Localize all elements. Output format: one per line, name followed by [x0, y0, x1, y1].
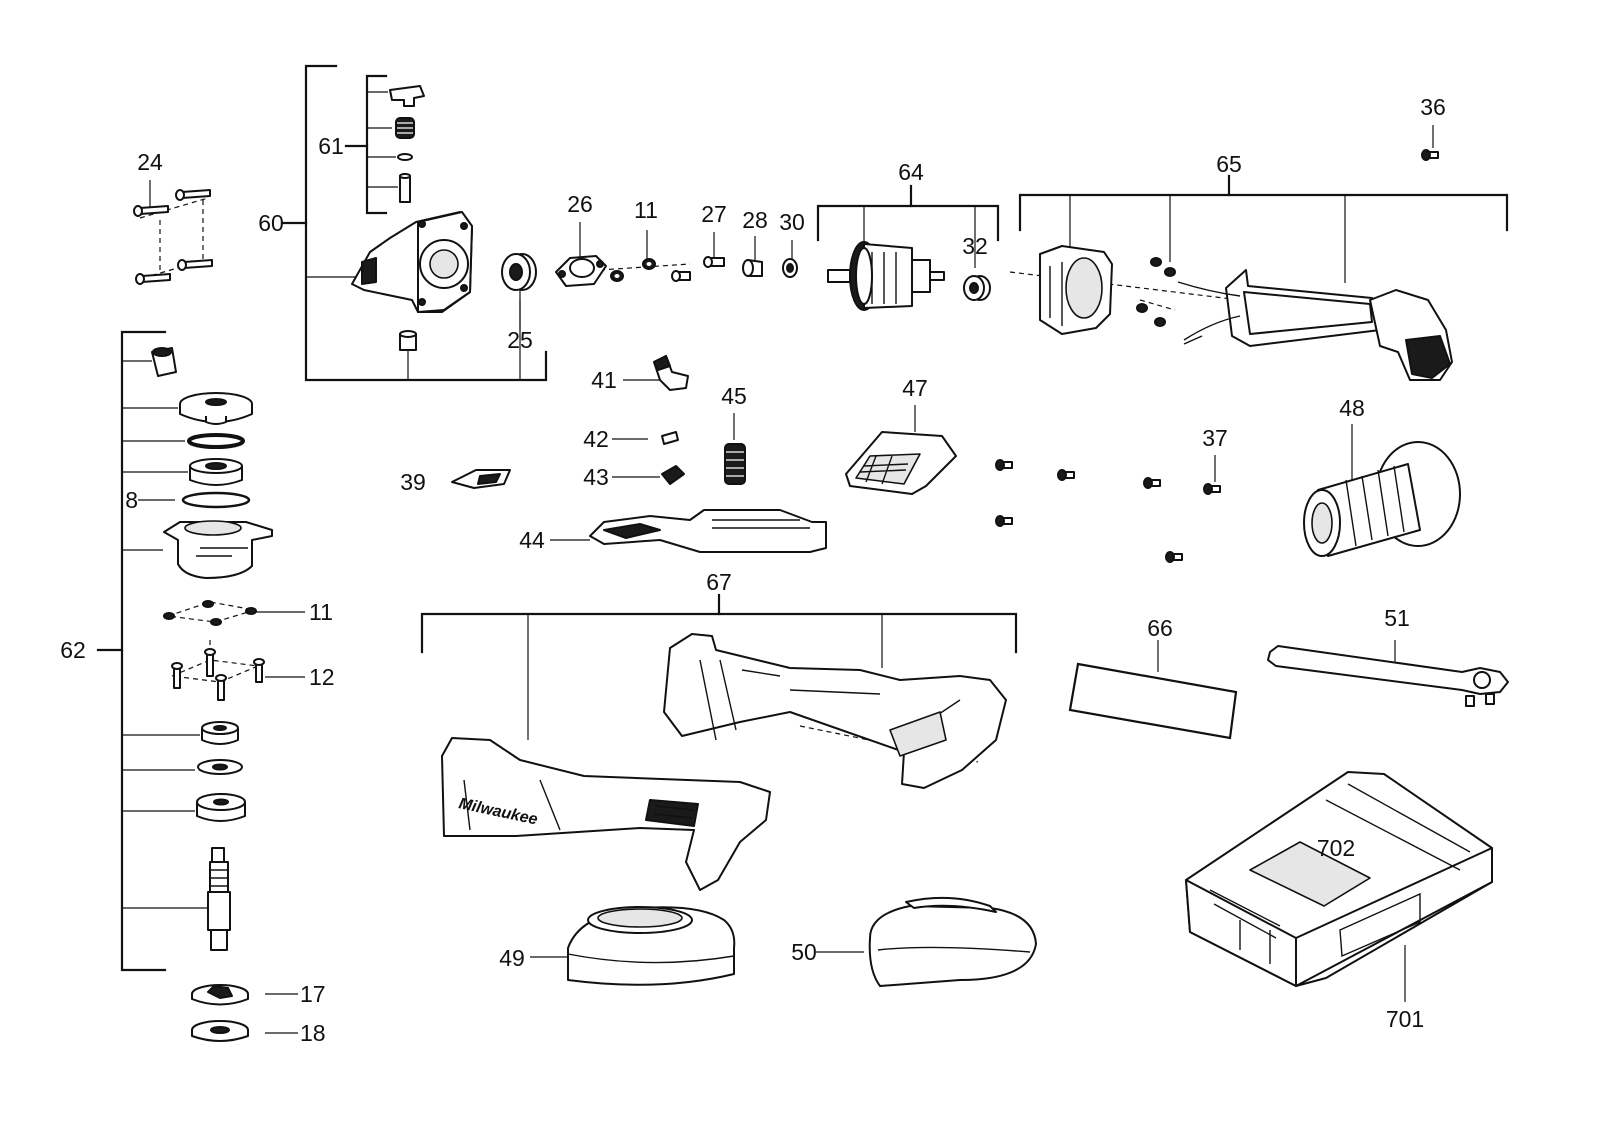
callout-67: 67 — [706, 569, 732, 595]
callout-32: 32 — [962, 233, 988, 259]
callout-36: 36 — [1420, 94, 1446, 120]
callout-labels: 8 11 11 12 17 18 24 25 26 27 28 30 32 36… — [60, 94, 1446, 1046]
part-washer-30 — [782, 258, 798, 278]
callout-66: 66 — [1147, 615, 1173, 641]
part-spring-43 — [661, 465, 685, 485]
callout-49: 49 — [499, 945, 525, 971]
part-spanner-wrench — [1267, 645, 1509, 707]
part-housing-right — [441, 737, 771, 891]
part-bearing-25 — [501, 253, 537, 291]
callout-702: 702 — [1317, 835, 1355, 861]
callout-45: 45 — [721, 383, 747, 409]
part-screw-27 — [671, 256, 725, 282]
part-lock-button — [389, 85, 425, 107]
part-housing-left — [663, 633, 1007, 789]
part-nut-11 — [610, 258, 656, 282]
callout-50: 50 — [791, 939, 817, 965]
part-bearing-32 — [963, 275, 991, 301]
part-paddle-47 — [845, 431, 957, 495]
callout-701: 701 — [1386, 1006, 1424, 1032]
part-gear-housing — [163, 520, 273, 579]
part-screws-12 — [171, 648, 265, 701]
part-electronics-module — [1177, 269, 1453, 381]
part-screw-36 — [1421, 149, 1439, 161]
part-pin-42 — [661, 431, 679, 445]
part-retaining-ring — [187, 433, 245, 449]
part-guard-50 — [868, 896, 1037, 987]
part-bearing-flange — [179, 392, 253, 425]
part-carry-case — [1185, 771, 1493, 987]
bracket-61 — [344, 74, 398, 215]
callout-17: 17 — [300, 981, 326, 1007]
part-bearing-lower — [201, 721, 239, 745]
bracket-65 — [1018, 174, 1509, 283]
callout-11-stack: 11 — [309, 599, 333, 625]
callout-28: 28 — [742, 207, 768, 233]
callout-8: 8 — [125, 487, 138, 513]
part-guard-49 — [567, 906, 736, 986]
callout-41: 41 — [591, 367, 617, 393]
part-bushing-60 — [399, 330, 417, 351]
part-spindle — [207, 847, 231, 951]
bracket-67 — [420, 593, 1018, 740]
part-screws-65 — [1136, 257, 1176, 327]
callout-43: 43 — [583, 464, 609, 490]
part-bevel-gear — [196, 793, 246, 822]
callout-62: 62 — [60, 637, 86, 663]
callout-24: 24 — [137, 149, 163, 175]
bracket-60 — [280, 64, 548, 382]
callout-48: 48 — [1339, 395, 1365, 421]
callout-37: 37 — [1202, 425, 1228, 451]
callout-25: 25 — [507, 327, 533, 353]
part-washer-61 — [397, 153, 413, 161]
callout-12: 12 — [309, 664, 335, 690]
callout-42: 42 — [583, 426, 609, 452]
callout-18: 18 — [300, 1020, 326, 1046]
callout-44: 44 — [519, 527, 545, 553]
part-o-ring-8 — [181, 491, 251, 509]
part-inner-flange-17 — [191, 984, 249, 1006]
part-bearing-upper — [189, 458, 243, 486]
part-label-66 — [1068, 662, 1238, 740]
part-stator — [1039, 245, 1113, 335]
callout-60: 60 — [258, 210, 284, 236]
part-spring-45 — [724, 443, 746, 485]
part-armature — [827, 241, 945, 311]
part-bearing-plate-26 — [555, 255, 607, 287]
callout-39: 39 — [400, 469, 426, 495]
callout-47: 47 — [902, 375, 928, 401]
part-pin-61 — [399, 173, 411, 203]
part-lock-nut-18 — [191, 1020, 249, 1042]
part-lever-41 — [653, 355, 689, 391]
part-nut-28 — [742, 259, 763, 277]
callout-64: 64 — [898, 159, 924, 185]
callout-51: 51 — [1384, 605, 1410, 631]
part-nuts-11 — [163, 600, 257, 626]
bracket-62 — [96, 330, 210, 972]
callout-26: 26 — [567, 191, 593, 217]
part-washer — [197, 759, 243, 775]
callout-65: 65 — [1216, 151, 1242, 177]
callout-27: 27 — [701, 201, 727, 227]
part-screws-37 — [995, 459, 1221, 563]
part-side-handle — [1303, 441, 1461, 557]
part-screws-24 — [133, 189, 213, 285]
part-switch-plate-39 — [451, 469, 511, 489]
part-spring-61 — [395, 117, 415, 139]
callout-30: 30 — [779, 209, 805, 235]
part-bushing — [151, 347, 177, 377]
callout-61: 61 — [318, 133, 344, 159]
part-switch-bar-44 — [589, 509, 827, 553]
callout-11-row: 11 — [634, 197, 658, 223]
part-gear-case — [351, 211, 473, 313]
